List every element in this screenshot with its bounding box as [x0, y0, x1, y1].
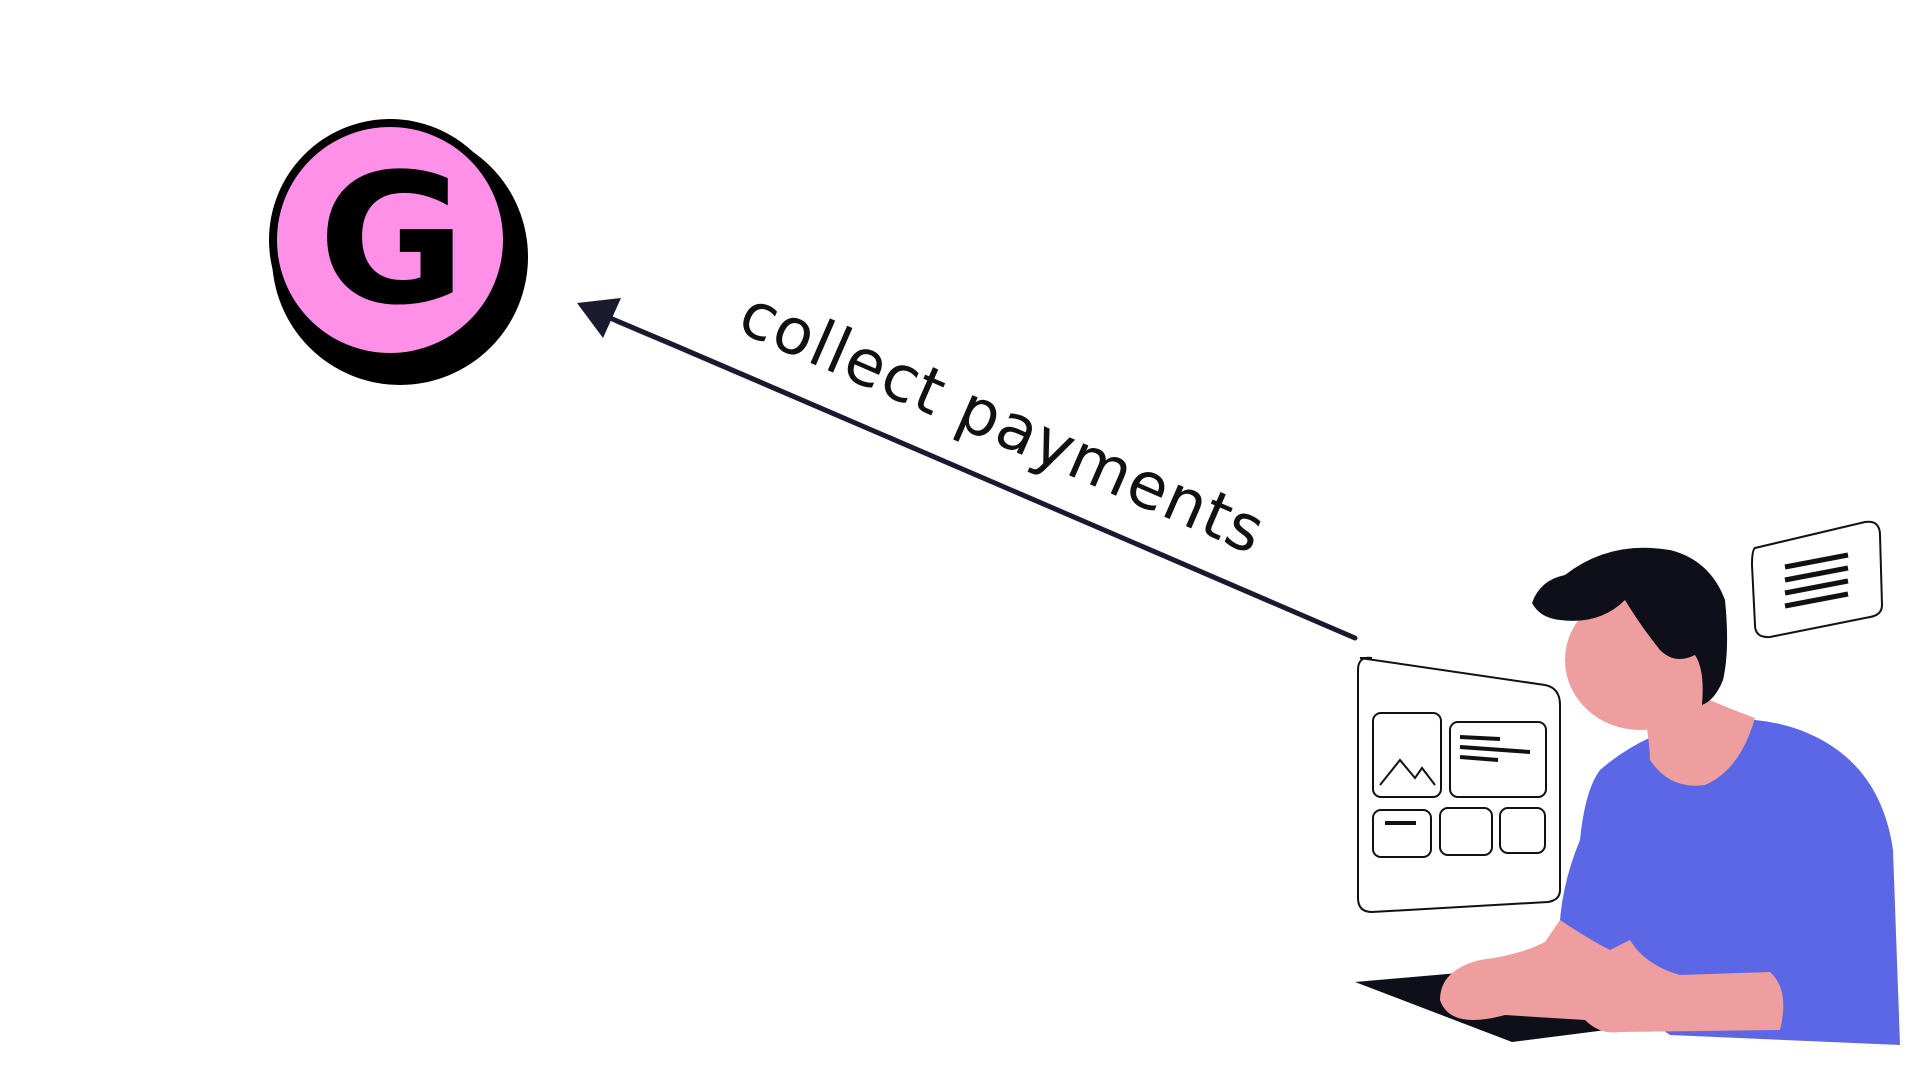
arrow-label: collect payments	[729, 277, 1276, 570]
card-image-tile	[1372, 712, 1442, 798]
text-line	[1784, 565, 1849, 583]
arrowhead-icon	[577, 298, 621, 338]
text-line	[1784, 552, 1849, 570]
card-small-tile	[1372, 809, 1432, 858]
person-at-desk-illustration	[1355, 520, 1900, 1045]
hands-icon	[1440, 920, 1784, 1033]
arrow	[577, 298, 1358, 641]
card-small-tile	[1499, 807, 1546, 854]
mountain-icon	[1379, 758, 1436, 786]
note-frame	[1750, 520, 1884, 639]
text-line	[1459, 735, 1501, 741]
text-line	[1459, 745, 1531, 754]
logo-letter: G	[318, 136, 466, 345]
text-line	[1459, 755, 1499, 762]
text-line	[1784, 578, 1849, 596]
layout-card-icon	[1357, 656, 1561, 914]
hair-icon	[1532, 547, 1728, 705]
text-note-icon	[1750, 520, 1884, 639]
card-small-tile	[1439, 807, 1493, 856]
gumroad-logo: G	[269, 119, 528, 385]
arrow-line-sketch	[614, 321, 1356, 639]
text-line	[1784, 591, 1849, 609]
logo-fill	[277, 127, 503, 353]
